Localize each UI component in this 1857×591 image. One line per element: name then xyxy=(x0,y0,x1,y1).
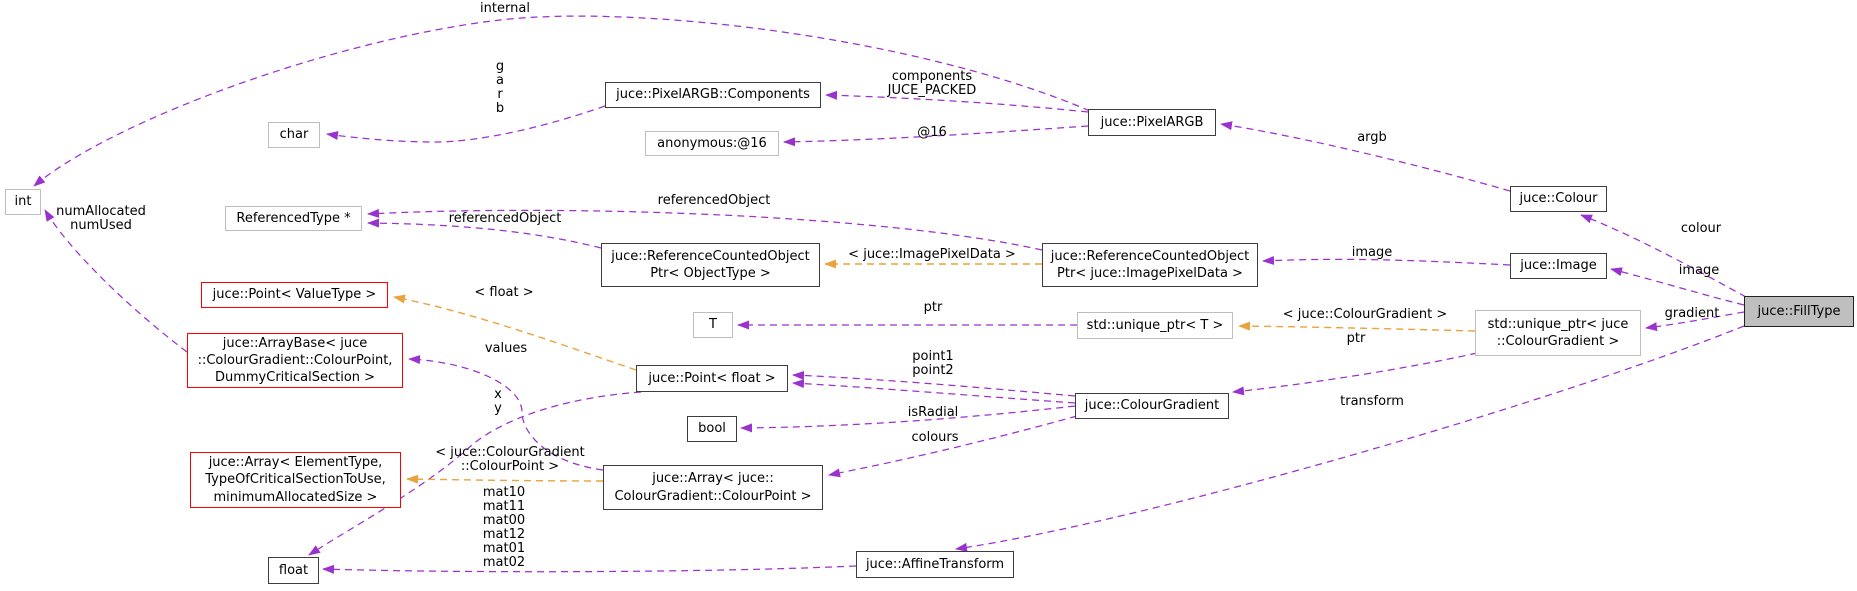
edge-isradial xyxy=(740,405,1076,433)
edge-components xyxy=(825,90,1089,113)
node-unique-ptr-colourgradient: std::unique_ptr< juce ::ColourGradient > xyxy=(1475,310,1641,356)
edge-ptr-right xyxy=(1232,352,1478,396)
node-anonymous-16: anonymous:@16 xyxy=(645,131,779,156)
node-bool[interactable]: bool xyxy=(687,416,737,442)
edge-image-mid xyxy=(1262,256,1511,266)
node-filltype: juce::FillType xyxy=(1744,296,1854,327)
node-float[interactable]: float xyxy=(268,557,319,584)
node-array-template[interactable]: juce::Array< ElementType, TypeOfCritical… xyxy=(190,452,401,508)
edge-point1 xyxy=(792,370,1076,397)
node-char: char xyxy=(268,122,320,148)
edge-garb xyxy=(326,105,606,143)
edge-colour xyxy=(1580,214,1747,298)
node-refcountedptr-objecttype[interactable]: juce::ReferenceCountedObject Ptr< Object… xyxy=(601,243,820,287)
edge-at16 xyxy=(783,125,1089,147)
node-affinetransform[interactable]: juce::AffineTransform xyxy=(856,551,1014,578)
node-colour[interactable]: juce::Colour xyxy=(1510,186,1607,212)
edge-values xyxy=(408,355,604,471)
edge-gradient xyxy=(1645,311,1745,332)
node-arraybase[interactable]: juce::ArrayBase< juce ::ColourGradient::… xyxy=(187,333,403,388)
node-point-float[interactable]: juce::Point< float > xyxy=(636,365,788,392)
node-point-valuetype[interactable]: juce::Point< ValueType > xyxy=(201,282,388,308)
node-pixelargb[interactable]: juce::PixelARGB xyxy=(1088,109,1216,136)
edge-argb xyxy=(1220,121,1511,192)
node-unique-ptr-t: std::unique_ptr< T > xyxy=(1077,312,1233,339)
node-colourgradient[interactable]: juce::ColourGradient xyxy=(1075,393,1229,419)
node-referencedtype: ReferencedType * xyxy=(225,206,362,231)
node-t: T xyxy=(693,312,733,338)
edge-point2 xyxy=(792,379,1076,404)
edge-transform xyxy=(955,325,1745,552)
edge-mats xyxy=(322,564,857,574)
edge-numallocated xyxy=(44,209,188,353)
node-pixelargb-components[interactable]: juce::PixelARGB::Components xyxy=(605,82,821,108)
node-refcountedptr-imagepixeldata[interactable]: juce::ReferenceCountedObject Ptr< juce::… xyxy=(1042,243,1258,287)
edge-image-right xyxy=(1610,267,1745,306)
node-array-colourpoint[interactable]: juce::Array< juce:: ColourGradient::Colo… xyxy=(603,465,823,510)
edge-referencedobject-upper xyxy=(367,208,1043,251)
edge-colours xyxy=(828,415,1078,478)
node-int: int xyxy=(5,189,41,215)
edge-template-float xyxy=(393,294,637,371)
node-image[interactable]: juce::Image xyxy=(1510,253,1607,279)
edge-referencedobject-lower xyxy=(367,218,602,249)
edge-template-colourpoint xyxy=(406,474,604,484)
edge-template-colourgradient xyxy=(1238,321,1476,332)
edge-internal xyxy=(33,15,1091,187)
